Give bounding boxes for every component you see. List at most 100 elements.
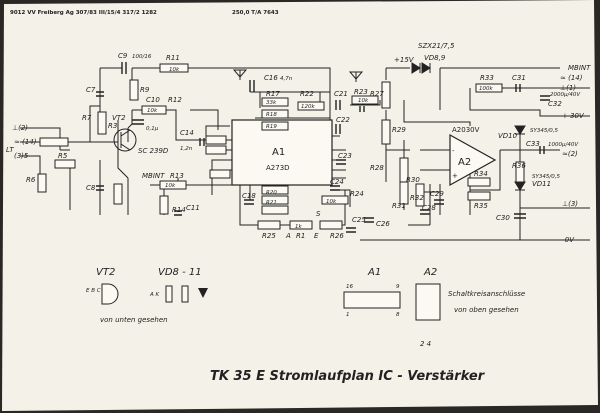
legend-note-top-2: von oben gesehen xyxy=(454,306,519,314)
ic-a1-name: A1 xyxy=(272,147,285,158)
legend-vd-symbol-2 xyxy=(181,285,189,303)
part-vd10: SY345/0,5 xyxy=(530,128,558,134)
label-r25: R25 xyxy=(262,232,276,240)
ic-a2-name: A2 xyxy=(458,157,471,168)
label-r13: R13 xyxy=(170,172,184,180)
transistor-vt2-leads xyxy=(120,129,131,151)
label-vd11: VD11 xyxy=(532,180,551,188)
legend-a1-pin8: 8 xyxy=(396,312,400,318)
pin-a: A xyxy=(285,232,291,240)
value-r33: 100k xyxy=(479,86,493,92)
capacitors xyxy=(96,62,550,233)
label-r36: R36 xyxy=(512,162,526,170)
label-c14: C14 xyxy=(180,129,194,137)
legend-vd: VD8 - 11 xyxy=(158,267,202,278)
value-r17: 33k xyxy=(266,100,277,106)
label-r20: R20 xyxy=(266,190,277,196)
label-r21: R21 xyxy=(266,200,277,206)
value-c14: 1,2n xyxy=(180,146,193,152)
label-r3: R3 xyxy=(108,122,117,130)
label-r24: R24 xyxy=(350,190,364,198)
port-mbint-top: MBINT xyxy=(568,64,591,72)
label-c16: C16 xyxy=(264,74,278,82)
legend-a1-pin16: 16 xyxy=(346,284,353,290)
diagram-title: TK 35 E Stromlaufplan IC - Verstärker xyxy=(210,369,486,384)
label-r7: R7 xyxy=(82,114,92,122)
label-c28: C28 xyxy=(422,204,436,212)
label-c25: C25 xyxy=(352,216,366,224)
ic-a2-minus: - xyxy=(452,147,455,155)
value-r22: 120k xyxy=(301,104,315,110)
label-c32: C32 xyxy=(548,100,562,108)
label-r18: R18 xyxy=(266,112,277,118)
header-print-left: 9012 VV Freiberg Ag 307/83 III/15/4 317/… xyxy=(10,10,157,16)
legend-a1-pin9: 9 xyxy=(396,284,400,290)
transistor-vt2-symbol xyxy=(113,128,137,152)
supply-minus: - 0V xyxy=(560,236,575,244)
pin-e: E xyxy=(314,232,319,240)
port-out-3: ⊥(3) xyxy=(562,200,578,208)
value-r23: 10k xyxy=(358,98,369,104)
pin-s: S xyxy=(316,210,321,218)
value-r24: 10k xyxy=(326,199,337,205)
label-c7: C7 xyxy=(86,86,96,94)
label-r19: R19 xyxy=(266,124,277,130)
label-c18: C18 xyxy=(242,192,256,200)
value-c9: 100/16 xyxy=(132,54,152,60)
label-c31: C31 xyxy=(512,74,526,82)
label-r11: R11 xyxy=(166,54,180,62)
label-c23: C23 xyxy=(338,152,352,160)
legend-a1: A1 xyxy=(367,267,381,278)
input-35: (3)5 xyxy=(14,152,29,160)
supply-zener: SZX21/7,5 xyxy=(418,42,455,50)
value-r13: 10k xyxy=(165,183,176,189)
label-c21: C21 xyxy=(334,90,348,98)
label-c22: C22 xyxy=(336,116,350,124)
label-r9: R9 xyxy=(140,86,150,94)
input-2: ⊥(2) xyxy=(12,124,28,132)
legend: VT2 E B C VD8 - 11 A K A1 16 9 1 8 A2 2 … xyxy=(86,267,525,348)
label-c30: C30 xyxy=(496,214,510,222)
value-c16: 4,7n xyxy=(280,76,293,82)
antenna-symbol-1 xyxy=(232,69,248,80)
input-14: ≈ (14) xyxy=(14,138,37,146)
label-c24: C24 xyxy=(330,178,344,186)
supply-plus15: +15V xyxy=(394,56,415,64)
label-c33: C33 xyxy=(526,140,540,148)
label-r23: R23 xyxy=(354,88,368,96)
legend-a2: A2 xyxy=(423,267,437,278)
ic-a2-plus: + xyxy=(452,172,458,180)
label-r1: R1 xyxy=(296,232,305,240)
label-r34: R34 xyxy=(474,170,488,178)
legend-note-bottom: von unten gesehen xyxy=(100,316,168,324)
legend-vt2: VT2 xyxy=(96,267,115,278)
port-out-1: ⊥(1) xyxy=(560,84,576,92)
supply-plus30: + 30V xyxy=(562,112,585,120)
legend-vd-pins: A K xyxy=(149,292,160,298)
ic-a1 xyxy=(231,119,333,186)
label-r6: R6 xyxy=(26,176,36,184)
port-out-2: ≈(2) xyxy=(562,150,578,158)
value-c10: 0,1μ xyxy=(146,126,159,132)
label-r17: R17 xyxy=(266,90,280,98)
antenna-symbol-2 xyxy=(348,71,364,82)
label-r26: R26 xyxy=(330,232,344,240)
legend-a2-chip xyxy=(415,283,441,321)
label-r12: R12 xyxy=(168,96,182,104)
part-vt2: SC 239D xyxy=(138,147,169,155)
label-vt2: VT2 xyxy=(112,114,126,122)
value-c33: 1000μ/40V xyxy=(548,142,579,148)
legend-a1-chip xyxy=(343,291,401,309)
label-r33: R33 xyxy=(480,74,494,82)
label-r14: R14 xyxy=(172,206,186,214)
legend-vd-symbol-3 xyxy=(198,288,208,298)
label-r28: R28 xyxy=(370,164,384,172)
label-c8: C8 xyxy=(86,184,96,192)
label-r22: R22 xyxy=(300,90,314,98)
value-r12: 10k xyxy=(147,108,158,114)
legend-vt2-pins: E B C xyxy=(86,288,101,294)
port-out-14: ≈ (14) xyxy=(560,74,583,82)
legend-a2-pins: 2 4 xyxy=(420,340,431,348)
